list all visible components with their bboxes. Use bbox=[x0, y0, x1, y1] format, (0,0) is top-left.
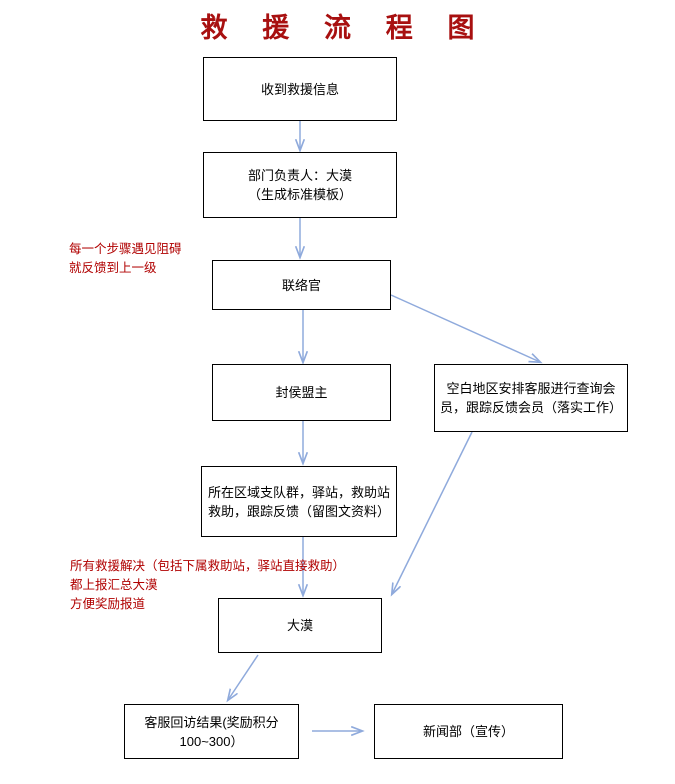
note-escalation-line2: 就反馈到上一级 bbox=[69, 261, 157, 275]
node-news-dept[interactable]: 新闻部（宣传） bbox=[374, 704, 563, 759]
node-liaison-text: 联络官 bbox=[281, 277, 321, 293]
node-blank-area-service[interactable]: 空白地区安排客服进行查询会 员，跟踪反馈会员（落实工作） bbox=[434, 364, 628, 432]
note-reporting-line3: 方便奖励报道 bbox=[70, 597, 146, 611]
node-region-team-line1: 所在区域支队群，驿站，救助站 bbox=[207, 484, 390, 500]
note-escalation-line1: 每一个步骤遇见阻碍 bbox=[69, 242, 182, 256]
node-department-head-line1: 部门负责人：大漠 bbox=[247, 168, 352, 183]
node-alliance-leader[interactable]: 封侯盟主 bbox=[212, 364, 391, 421]
node-department-head[interactable]: 部门负责人：大漠 （生成标准模板） bbox=[203, 152, 397, 218]
connector-blank-area-to-damo bbox=[392, 431, 473, 594]
node-damo[interactable]: 大漠 bbox=[218, 598, 382, 653]
node-alliance-leader-text: 封侯盟主 bbox=[275, 385, 328, 400]
node-news-dept-text: 新闻部（宣传） bbox=[422, 724, 514, 739]
note-reporting-line1: 所有救援解决（包括下属救助站，驿站直接救助） bbox=[70, 559, 346, 573]
page-title: 救 援 流 程 图 bbox=[200, 13, 489, 43]
node-callback-result-line2: 100~300） bbox=[179, 733, 244, 749]
node-receive-info[interactable]: 收到救援信息 bbox=[203, 57, 397, 121]
node-region-team[interactable]: 所在区域支队群，驿站，救助站 救助，跟踪反馈（留图文资料） bbox=[201, 466, 397, 537]
node-damo-text: 大漠 bbox=[286, 618, 313, 633]
note-escalation: 每一个步骤遇见阻碍 就反馈到上一级 bbox=[69, 240, 182, 278]
node-receive-info-text: 收到救援信息 bbox=[260, 81, 339, 97]
node-liaison[interactable]: 联络官 bbox=[212, 260, 391, 310]
note-reporting-line2: 都上报汇总大漠 bbox=[70, 578, 158, 592]
node-callback-result-line1: 客服回访结果(奖励积分 bbox=[144, 714, 279, 730]
note-reporting: 所有救援解决（包括下属救助站，驿站直接救助） 都上报汇总大漠 方便奖励报道 bbox=[70, 557, 345, 614]
node-region-team-line2: 救助，跟踪反馈（留图文资料） bbox=[207, 503, 390, 519]
connector-damo-to-callback bbox=[228, 654, 259, 700]
connector-liaison-to-blank-area bbox=[390, 294, 540, 362]
node-callback-result[interactable]: 客服回访结果(奖励积分 100~300） bbox=[124, 704, 299, 759]
node-blank-area-service-line2: 员，跟踪反馈会员（落实工作） bbox=[440, 400, 623, 415]
node-blank-area-service-line1: 空白地区安排客服进行查询会 bbox=[446, 381, 616, 396]
node-department-head-line2: （生成标准模板） bbox=[247, 187, 352, 202]
